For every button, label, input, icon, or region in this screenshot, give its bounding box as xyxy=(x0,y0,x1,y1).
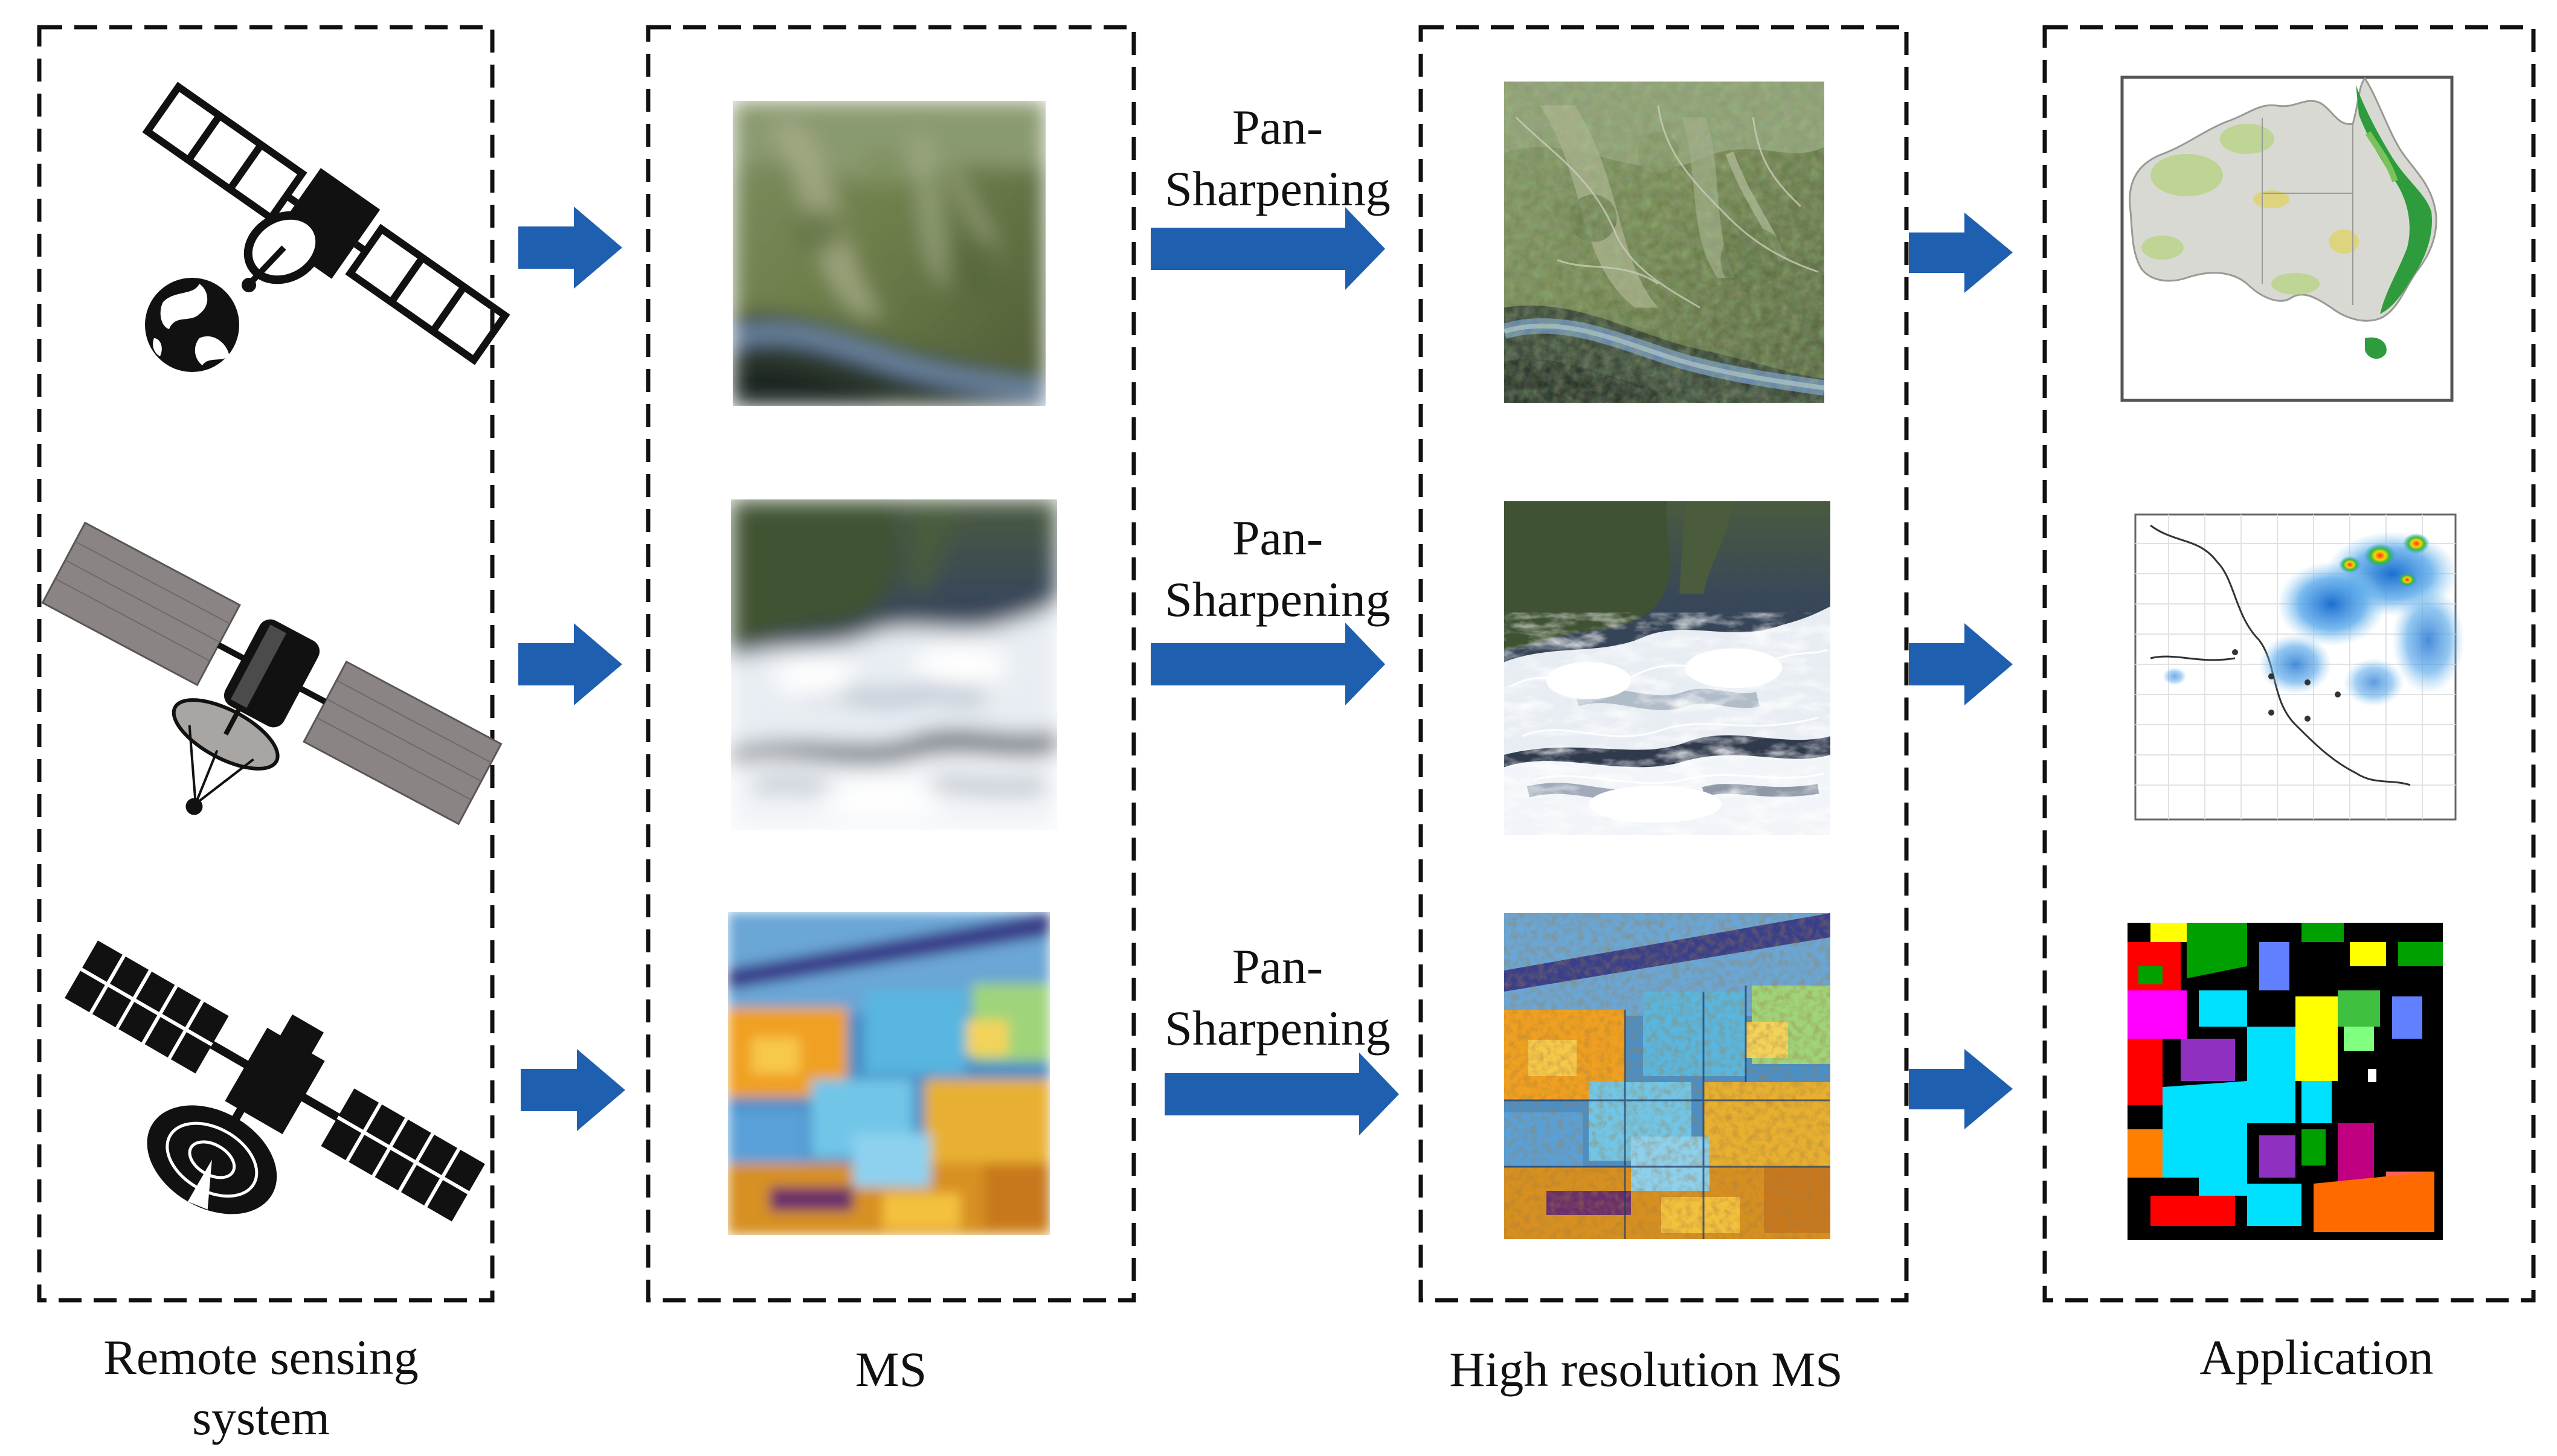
ms-image-row1 xyxy=(733,101,1046,406)
arrow-row1-remote-to-ms xyxy=(518,207,622,289)
caption-high-resolution-ms: High resolution MS xyxy=(1449,1342,1842,1397)
arrow-row1-hr-to-app xyxy=(1909,213,2013,293)
remote-sensing-column-border xyxy=(37,25,495,1303)
arrow-row1-ms-to-hr xyxy=(1151,207,1385,290)
hr-ms-image-row2 xyxy=(1504,501,1830,835)
ms-image-row3 xyxy=(728,912,1050,1235)
ms-column-border xyxy=(646,25,1136,1303)
arrow-row2-ms-to-hr xyxy=(1151,623,1385,705)
satellite-dish-icon xyxy=(41,521,503,826)
arrow-row2-hr-to-app xyxy=(1909,623,2013,705)
caption-remote-sensing-line2: system xyxy=(192,1390,330,1445)
arrow-row3-ms-to-hr xyxy=(1165,1053,1399,1135)
hr-ms-image-row3 xyxy=(1504,913,1830,1239)
application-rainfall-map xyxy=(2134,513,2465,821)
arrow-row3-hr-to-app xyxy=(1909,1049,2013,1129)
hr-ms-image-row1 xyxy=(1504,82,1824,403)
high-res-ms-column-border xyxy=(1418,25,1909,1303)
process-label-row3-line1: Pan- xyxy=(1232,939,1323,994)
satellite-antenna-icon xyxy=(65,940,485,1222)
process-label-row3-line2: Sharpening xyxy=(1165,1001,1390,1056)
ms-image-row2 xyxy=(731,499,1057,830)
application-column-border xyxy=(2042,25,2536,1303)
arrow-row3-remote-to-ms xyxy=(521,1049,625,1131)
process-label-row2-line1: Pan- xyxy=(1232,510,1323,565)
application-australia-map xyxy=(2120,75,2454,402)
process-label-row2-line2: Sharpening xyxy=(1165,572,1390,627)
caption-application: Application xyxy=(2199,1330,2433,1385)
arrow-row2-remote-to-ms xyxy=(518,623,622,705)
satellite-earth-icon xyxy=(142,82,510,372)
process-label-row1-line1: Pan- xyxy=(1232,100,1323,155)
caption-ms: MS xyxy=(855,1342,927,1397)
caption-remote-sensing-line1: Remote sensing xyxy=(103,1330,419,1385)
application-classification-map xyxy=(2128,923,2443,1240)
process-label-row1-line2: Sharpening xyxy=(1165,161,1390,216)
